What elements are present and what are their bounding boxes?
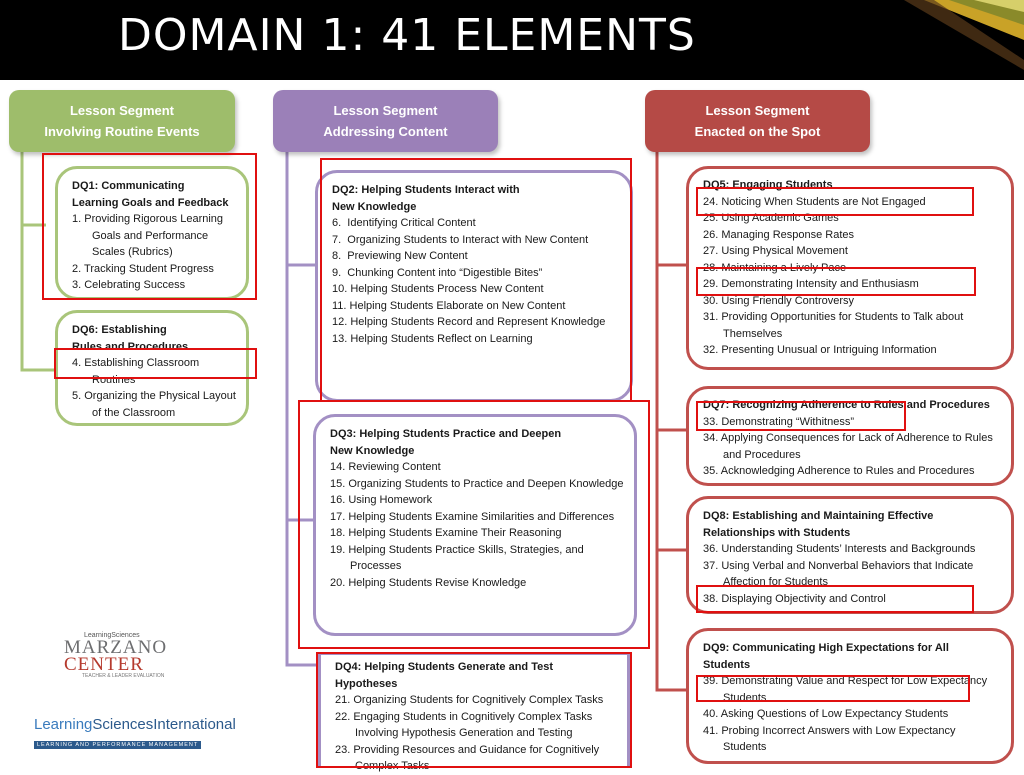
title-banner: DOMAIN 1: 41 ELEMENTS — [0, 0, 1024, 80]
segment-header-line: Addressing Content — [323, 124, 448, 139]
highlight-box — [696, 675, 970, 702]
dq9-title: DQ9: Communicating High Expectations for… — [703, 642, 949, 654]
element-item: 30. Using Friendly Controversy — [703, 294, 855, 307]
logo-tagline: LEARNING AND PERFORMANCE MANAGEMENT — [34, 741, 202, 749]
element-item: 24. Noticing When Students are Not Engag… — [703, 195, 926, 208]
learning-sciences-logo: LearningSciencesInternational LEARNING A… — [34, 716, 236, 750]
highlight-box — [320, 158, 632, 402]
dq8-title: Relationships with Students — [703, 526, 851, 539]
element-item: 8. Previewing New Content — [332, 250, 468, 262]
highlight-box — [54, 348, 257, 379]
element-item: 20. Helping Students Revise Knowledge — [330, 576, 527, 589]
element-item: 18. Helping Students Examine Their Reaso… — [330, 527, 562, 539]
element-item: 34. Applying Consequences for Lack of Ad… — [703, 432, 993, 461]
dq1-box: DQ1: Communicating Learning Goals and Fe… — [55, 166, 249, 300]
highlight-box — [298, 400, 650, 649]
banner-decoration — [904, 0, 1024, 70]
element-item: 2. Tracking Student Progress — [72, 262, 214, 275]
highlight-box — [316, 652, 632, 768]
logo-text: TEACHER & LEADER EVALUATION — [82, 673, 165, 679]
slide-title: DOMAIN 1: 41 ELEMENTS — [118, 10, 696, 61]
element-item: 12. Helping Students Record and Represen… — [332, 316, 606, 328]
highlight-box — [42, 153, 257, 300]
segment-header-line: Enacted on the Spot — [694, 124, 821, 139]
dq8-title: DQ8: Establishing and Maintaining Effect… — [703, 510, 934, 522]
element-item: 36. Understanding Students’ Interests an… — [703, 543, 976, 555]
element-item: 9. Chunking Content into “Digestible Bit… — [332, 266, 543, 279]
element-item: 13. Helping Students Reflect on Learning — [332, 332, 533, 345]
segment-header-line: Lesson Segment — [333, 103, 438, 118]
element-item: 33. Demonstrating “Withitness” — [703, 415, 854, 428]
element-item: 7. Organizing Students to Interact with … — [332, 233, 589, 246]
highlight-box — [696, 187, 974, 216]
logo-text: LearningSciences — [84, 632, 140, 639]
dq6-box: DQ6: Establishing Rules and Procedures 4… — [55, 310, 249, 426]
element-item: 26. Managing Response Rates — [703, 228, 855, 241]
element-item: 35. Acknowledging Adherence to Rules and… — [703, 465, 975, 477]
logo-wordmark: LearningSciencesInternational — [34, 716, 236, 733]
dq9-title: Students — [703, 658, 751, 671]
element-item: 17. Helping Students Examine Similaritie… — [330, 510, 615, 523]
element-item: 5. Organizing the Physical Layout of the… — [72, 390, 236, 419]
marzano-center-logo: LearningSciences MARZANO CENTER TEACHER … — [64, 632, 174, 684]
dq4-title: DQ4: Helping Students Generate and Test … — [335, 661, 553, 690]
element-item: 41. Probing Incorrect Answers with Low E… — [703, 724, 956, 754]
element-item: 1. Providing Rigorous Learning Goals and… — [72, 213, 224, 258]
element-item: 3. Celebrating Success — [72, 279, 186, 291]
segment-header-line: Involving Routine Events — [44, 124, 200, 139]
dq9-box: DQ9: Communicating High Expectations for… — [686, 628, 1014, 764]
dq2-title: New Knowledge — [332, 200, 417, 213]
element-item: 40. Asking Questions of Low Expectancy S… — [703, 708, 949, 720]
dq3-title: DQ3: Helping Students Practice and Deepe… — [330, 428, 562, 440]
element-item: 19. Helping Students Practice Skills, St… — [330, 543, 584, 573]
element-item: 32. Presenting Unusual or Intriguing Inf… — [703, 344, 937, 356]
highlight-box — [696, 267, 976, 296]
segment-header-routine: Lesson Segment Involving Routine Events — [9, 90, 235, 152]
logo-text: SciencesInternational — [92, 716, 236, 733]
dq1-title: DQ1: Communicating — [72, 180, 185, 192]
element-item: 29. Demonstrating Intensity and Enthusia… — [703, 278, 919, 290]
dq2-title: DQ2: Helping Students Interact with — [332, 184, 520, 196]
element-item: 22. Engaging Students in Cognitively Com… — [335, 710, 593, 740]
logo-text: Learning — [34, 716, 93, 733]
dq3-title: New Knowledge — [330, 444, 415, 457]
element-item: 4. Establishing Classroom Routines — [72, 357, 200, 386]
segment-header-content: Lesson Segment Addressing Content — [273, 90, 498, 152]
logo-text: MARZANO — [64, 637, 168, 658]
element-item: 16. Using Homework — [330, 494, 433, 506]
element-item: 31. Providing Opportunities for Students… — [703, 311, 964, 340]
element-item: 21. Organizing Students for Cognitively … — [335, 694, 604, 706]
element-item: 27. Using Physical Movement — [703, 245, 848, 257]
highlight-box — [696, 401, 906, 431]
element-item: 15. Organizing Students to Practice and … — [330, 477, 624, 490]
highlight-box — [696, 585, 974, 613]
segment-header-line: Lesson Segment — [705, 103, 810, 118]
segment-header-spot: Lesson Segment Enacted on the Spot — [645, 90, 870, 152]
dq1-title: Learning Goals and Feedback — [72, 196, 229, 209]
element-item: 38. Displaying Objectivity and Control — [703, 592, 886, 605]
dq3-box: DQ3: Helping Students Practice and Deepe… — [313, 414, 637, 636]
element-item: 10. Helping Students Process New Content — [332, 283, 544, 295]
segment-header-line: Lesson Segment — [69, 103, 175, 118]
element-item: 6. Identifying Critical Content — [332, 217, 476, 229]
logo-text: CENTER — [64, 654, 144, 675]
element-item: 14. Reviewing Content — [330, 461, 441, 473]
dq6-title: DQ6: Establishing — [72, 324, 167, 336]
dq2-box: DQ2: Helping Students Interact with New … — [315, 170, 633, 402]
element-item: 11. Helping Students Elaborate on New Co… — [332, 299, 566, 312]
